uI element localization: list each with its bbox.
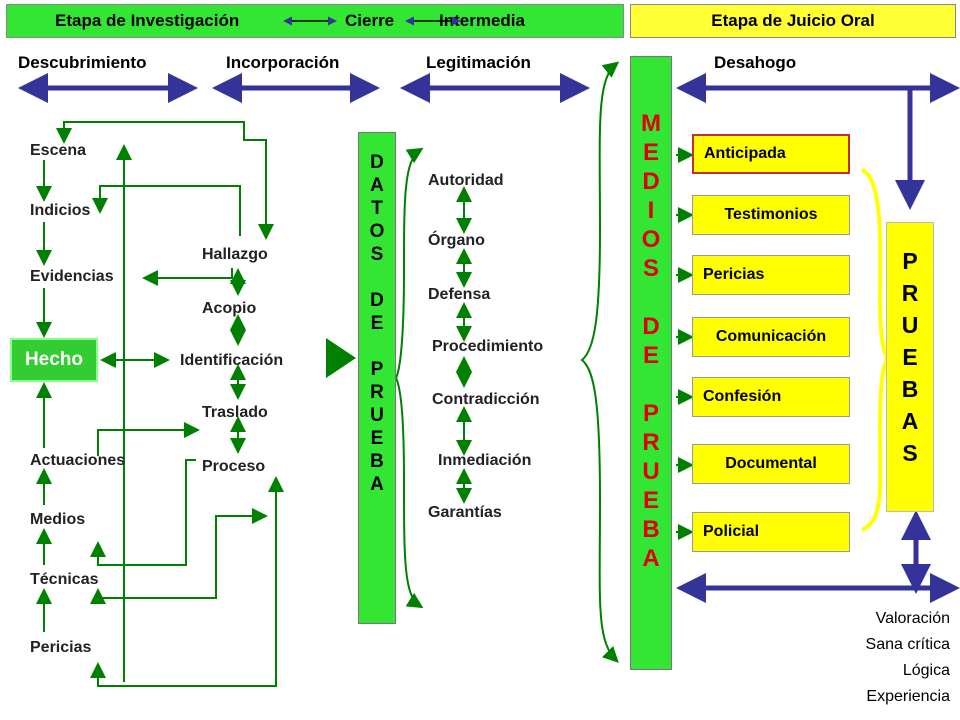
header-cierre: Cierre: [345, 11, 395, 30]
box-pericias: Pericias: [692, 255, 850, 295]
box-anticipada: Anticipada: [692, 134, 850, 174]
box-comunicacion: Comunicación: [692, 317, 850, 357]
label-evidencias: Evidencias: [30, 268, 114, 285]
label-medios: Medios: [30, 511, 86, 528]
label-valoracion: Valoración: [875, 610, 950, 627]
label-actuaciones: Actuaciones: [30, 452, 126, 469]
box-confesion: Confesión: [692, 377, 850, 417]
header-juicio-oral: Etapa de Juicio Oral: [711, 11, 875, 30]
trial-stage-header: Etapa de Juicio Oral: [630, 4, 956, 38]
phase-incorporacion: Incorporación: [226, 53, 340, 72]
label-pericias: Pericias: [30, 639, 92, 656]
label-inmediacion: Inmediación: [438, 452, 532, 469]
label-acopio: Acopio: [202, 300, 257, 317]
label-contradiccion: Contradicción: [432, 391, 540, 408]
label-defensa: Defensa: [428, 286, 491, 303]
label-autoridad: Autoridad: [428, 172, 504, 189]
phase-arrows: [17, 73, 960, 603]
label-experiencia: Experiencia: [866, 688, 950, 705]
phase-desahogo: Desahogo: [714, 53, 797, 72]
phase-descubrimiento: Descubrimiento: [18, 53, 147, 72]
label-traslado: Traslado: [202, 404, 268, 421]
label-tecnicas: Técnicas: [30, 571, 99, 588]
label-identificacion: Identificación: [180, 352, 284, 369]
label-escena: Escena: [30, 142, 87, 159]
label-hallazgo: Hallazgo: [202, 246, 268, 263]
label-procedimiento: Procedimiento: [432, 338, 544, 355]
phase-legitimacion: Legitimación: [426, 53, 531, 72]
investigation-stage-header: Etapa de Investigación Cierre Intermedia: [6, 4, 624, 38]
label-logica: Lógica: [902, 662, 950, 679]
label-sana-critica: Sana crítica: [865, 636, 950, 653]
header-investigacion: Etapa de Investigación: [55, 11, 240, 30]
label-organo: Órgano: [428, 232, 485, 249]
label-indicios: Indicios: [30, 202, 91, 219]
box-policial: Policial: [692, 512, 850, 552]
label-proceso: Proceso: [202, 458, 266, 475]
box-documental: Documental: [692, 444, 850, 484]
label-garantias: Garantías: [428, 504, 502, 521]
hecho-box: Hecho: [10, 338, 98, 382]
box-testimonios: Testimonios: [692, 195, 850, 235]
play-triangle: [326, 338, 356, 378]
